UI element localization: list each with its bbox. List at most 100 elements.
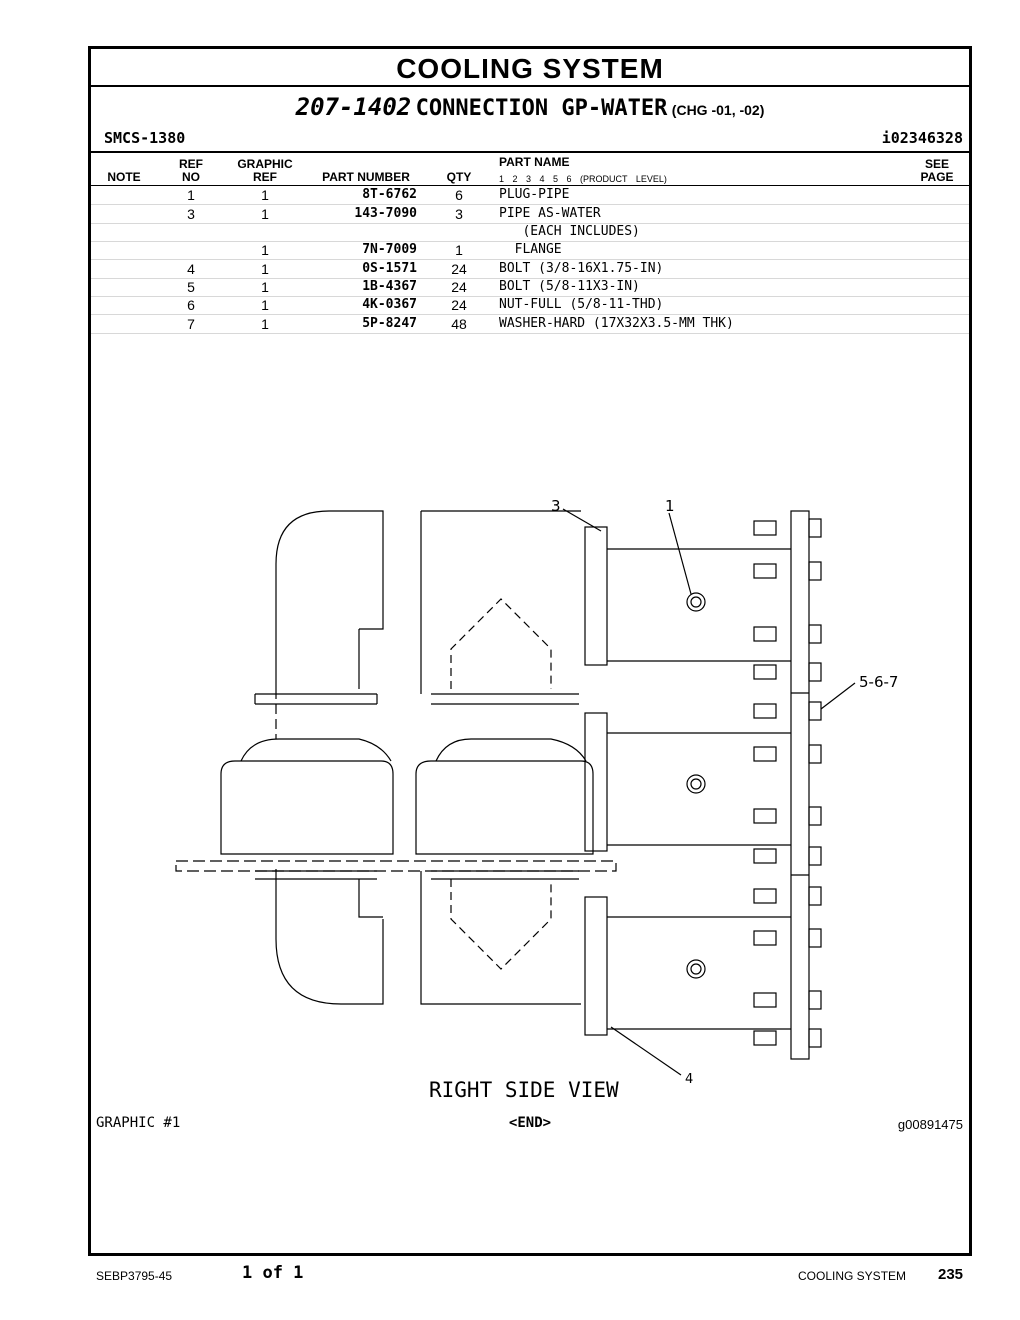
table-row: 1 1 8T-6762 6 PLUG-PIPE <box>91 186 969 205</box>
table-row: 3 1 143-7090 3 PIPE AS-WATER <box>91 205 969 224</box>
header-qty: QTY <box>446 170 472 184</box>
center-upper-pipe <box>420 510 581 694</box>
lower-plug <box>686 959 706 979</box>
ref-no: 7 <box>187 316 195 332</box>
footer-section: COOLING SYSTEM <box>798 1269 907 1283</box>
group-number: 207-1402 <box>295 93 412 121</box>
graphic-ref: 1 <box>261 279 269 295</box>
center-lower-pipe <box>420 871 581 1005</box>
part-number: 7N-7009 <box>362 242 417 257</box>
footer-page-of: 1 of 1 <box>242 1263 304 1283</box>
upper-left-flange <box>254 693 378 705</box>
upper-diamond <box>450 598 552 689</box>
quantity: 24 <box>451 297 467 313</box>
header-divider <box>91 151 969 153</box>
part-name: WASHER-HARD (17X32X3.5-MM THK) <box>499 316 734 331</box>
table-row: 5 1 1B-4367 24 BOLT (5/8-11X3-IN) <box>91 278 969 297</box>
quantity: 3 <box>455 206 463 222</box>
quantity: 6 <box>455 187 463 203</box>
graphic-id: g00891475 <box>897 1117 963 1132</box>
middle-plug-inner <box>690 778 702 790</box>
header-part-name: PART NAME <box>499 155 570 169</box>
graphic-ref: 1 <box>261 206 269 222</box>
smcs-code: SMCS-1380 <box>104 129 186 147</box>
manifold-joints <box>791 692 809 876</box>
lower-vertical-flange <box>584 896 608 1036</box>
header-part-number: PART NUMBER <box>322 170 410 184</box>
quantity: 24 <box>451 279 467 295</box>
middle-vertical-flange <box>584 712 608 852</box>
upper-plug-inner <box>690 596 702 608</box>
graphic-ref: 1 <box>261 187 269 203</box>
part-number: 143-7090 <box>354 206 417 221</box>
table-row: 4 1 0S-1571 24 BOLT (3/8-16X1.75-IN) <box>91 260 969 279</box>
callout-3-leader <box>562 508 602 532</box>
base-plate <box>175 860 617 872</box>
group-name: CONNECTION GP-WATER <box>415 96 668 121</box>
center-lower-flange <box>431 870 579 880</box>
lower-left-pipe <box>358 879 383 918</box>
header-see-top: SEE <box>924 157 949 171</box>
page-frame: COOLING SYSTEM 207-1402 CONNECTION GP-WA… <box>88 46 972 1256</box>
footer-page-number: 235 <box>938 1266 964 1283</box>
part-number: 4K-0367 <box>362 297 417 312</box>
part-name: BOLT (5/8-11X3-IN) <box>499 279 640 294</box>
header-graphic-bottom: REF <box>253 170 277 184</box>
graphic-ref: 1 <box>261 297 269 313</box>
page-title: COOLING SYSTEM <box>396 53 664 84</box>
header-product-levels: 1 2 3 4 5 6 (PRODUCT LEVEL) <box>499 174 667 184</box>
table-row: (EACH INCLUDES) <box>91 223 969 242</box>
ref-no: 1 <box>187 187 195 203</box>
table-header-divider <box>91 185 969 186</box>
graphic-label: GRAPHIC #1 <box>96 1115 181 1131</box>
graphic-ref: 1 <box>261 261 269 277</box>
upper-left-pipe <box>358 597 384 689</box>
ref-no: 4 <box>187 261 195 277</box>
ref-no: 5 <box>187 279 195 295</box>
parts-drawing: 3 1 5-6-7 4 RIGHT SIDE VIEW <box>175 497 898 1102</box>
header-ref-bottom: NO <box>182 170 200 184</box>
middle-plug <box>686 774 706 794</box>
upper-vertical-flange <box>584 526 608 666</box>
left-housing-top <box>240 738 392 762</box>
callout-1-leader <box>668 512 692 595</box>
lower-connector <box>607 916 791 1030</box>
quantity: 24 <box>451 261 467 277</box>
part-number: 8T-6762 <box>362 187 417 202</box>
part-number: 5P-8247 <box>362 316 417 331</box>
part-name: (EACH INCLUDES) <box>499 224 640 239</box>
table-row: 7 1 5P-8247 48 WASHER-HARD (17X32X3.5-MM… <box>91 315 969 334</box>
table-row: 6 1 4K-0367 24 NUT-FULL (5/8-11-THD) <box>91 296 969 315</box>
header-see-bottom: PAGE <box>920 170 954 184</box>
callout-4: 4 <box>685 1072 693 1087</box>
group-change: (CHG -01, -02) <box>671 102 765 118</box>
quantity: 1 <box>455 242 463 258</box>
end-marker: <END> <box>508 1115 552 1131</box>
callout-4-leader <box>610 1026 682 1076</box>
right-manifold <box>790 510 810 1060</box>
part-name: FLANGE <box>499 242 562 257</box>
part-number: 0S-1571 <box>362 261 417 276</box>
ref-no: 3 <box>187 206 195 222</box>
upper-plug <box>686 592 706 612</box>
part-name: PIPE AS-WATER <box>499 206 601 221</box>
footer-doc-number: SEBP3795-45 <box>96 1269 173 1283</box>
part-name: NUT-FULL (5/8-11-THD) <box>499 297 664 312</box>
ref-no: 6 <box>187 297 195 313</box>
callout-567-leader <box>820 682 856 710</box>
upper-connector <box>607 548 791 662</box>
title-divider <box>91 85 969 87</box>
graphic-ref: 1 <box>261 242 269 258</box>
center-housing <box>415 760 594 855</box>
center-upper-flange <box>431 693 579 705</box>
callout-3: 3 <box>551 497 561 515</box>
group-subtitle: 207-1402 CONNECTION GP-WATER (CHG -01, -… <box>91 93 969 121</box>
quantity: 48 <box>451 316 467 332</box>
document-id: i02346328 <box>881 129 963 147</box>
part-name: PLUG-PIPE <box>499 187 570 202</box>
header-ref-top: REF <box>179 157 203 171</box>
lower-diamond <box>450 879 552 970</box>
middle-connector <box>607 732 791 846</box>
part-number: 1B-4367 <box>362 279 417 294</box>
lower-left-flange <box>255 870 377 880</box>
